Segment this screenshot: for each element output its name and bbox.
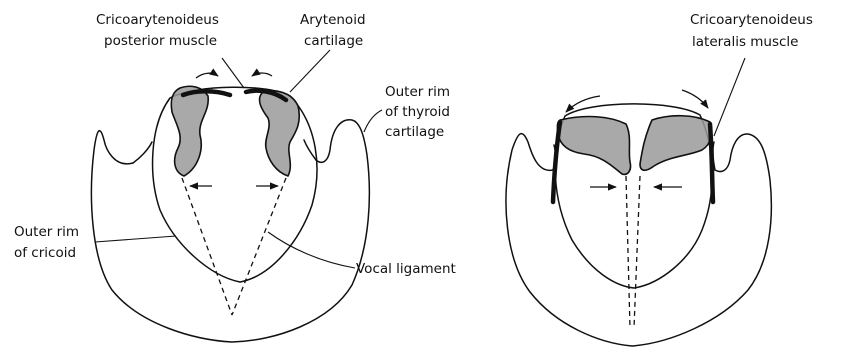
- left-vocal-ligament-right: [232, 178, 286, 315]
- left-thyroid-notch-left: [133, 142, 152, 163]
- leader-cricoid: [95, 236, 176, 242]
- right-thyroid-outer-rim: [506, 134, 771, 346]
- label-vocal-ligament: Vocal ligament: [356, 261, 456, 277]
- left-top-arrow-left: [196, 73, 218, 78]
- right-vocal-ligament-right: [634, 176, 640, 328]
- left-thyroid-outer-rim: [91, 120, 369, 342]
- right-vocal-ligament-left: [626, 176, 630, 328]
- label-thyroid-line2: of thyroid: [385, 104, 450, 120]
- label-posterior-muscle-line1: Cricoarytenoideus: [96, 12, 219, 28]
- leader-vocal-ligament: [268, 232, 355, 268]
- label-posterior-muscle-line2: posterior muscle: [104, 33, 217, 49]
- leader-thyroid: [364, 110, 382, 132]
- label-cricoid-line2: of cricoid: [14, 245, 76, 261]
- right-top-arrow-right: [682, 90, 708, 108]
- label-arytenoid-line1: Arytenoid: [300, 12, 366, 28]
- label-cricoid-line1: Outer rim: [14, 224, 79, 240]
- right-lateral-muscle-right: [710, 124, 713, 202]
- left-larynx-figure: [91, 50, 382, 342]
- left-arytenoid-cartilage-left: [171, 86, 208, 176]
- right-arytenoid-cartilage-right: [640, 116, 711, 171]
- left-vocal-ligament-left: [182, 178, 232, 315]
- leader-posterior-muscle: [222, 58, 244, 88]
- label-thyroid-line1: Outer rim: [385, 84, 450, 100]
- left-arytenoid-cartilage-right: [260, 91, 300, 176]
- right-larynx-figure: [506, 58, 771, 346]
- right-arytenoid-cartilage-left: [557, 117, 630, 175]
- label-lateralis-muscle-line2: lateralis muscle: [692, 34, 799, 50]
- label-arytenoid-line2: cartilage: [304, 33, 363, 49]
- leader-arytenoid: [290, 50, 330, 92]
- label-lateralis-muscle-line1: Cricoarytenoideus: [690, 12, 813, 28]
- leader-lateralis-muscle: [714, 58, 745, 136]
- left-top-arrow-right: [252, 73, 272, 76]
- label-thyroid-line3: cartilage: [385, 124, 444, 140]
